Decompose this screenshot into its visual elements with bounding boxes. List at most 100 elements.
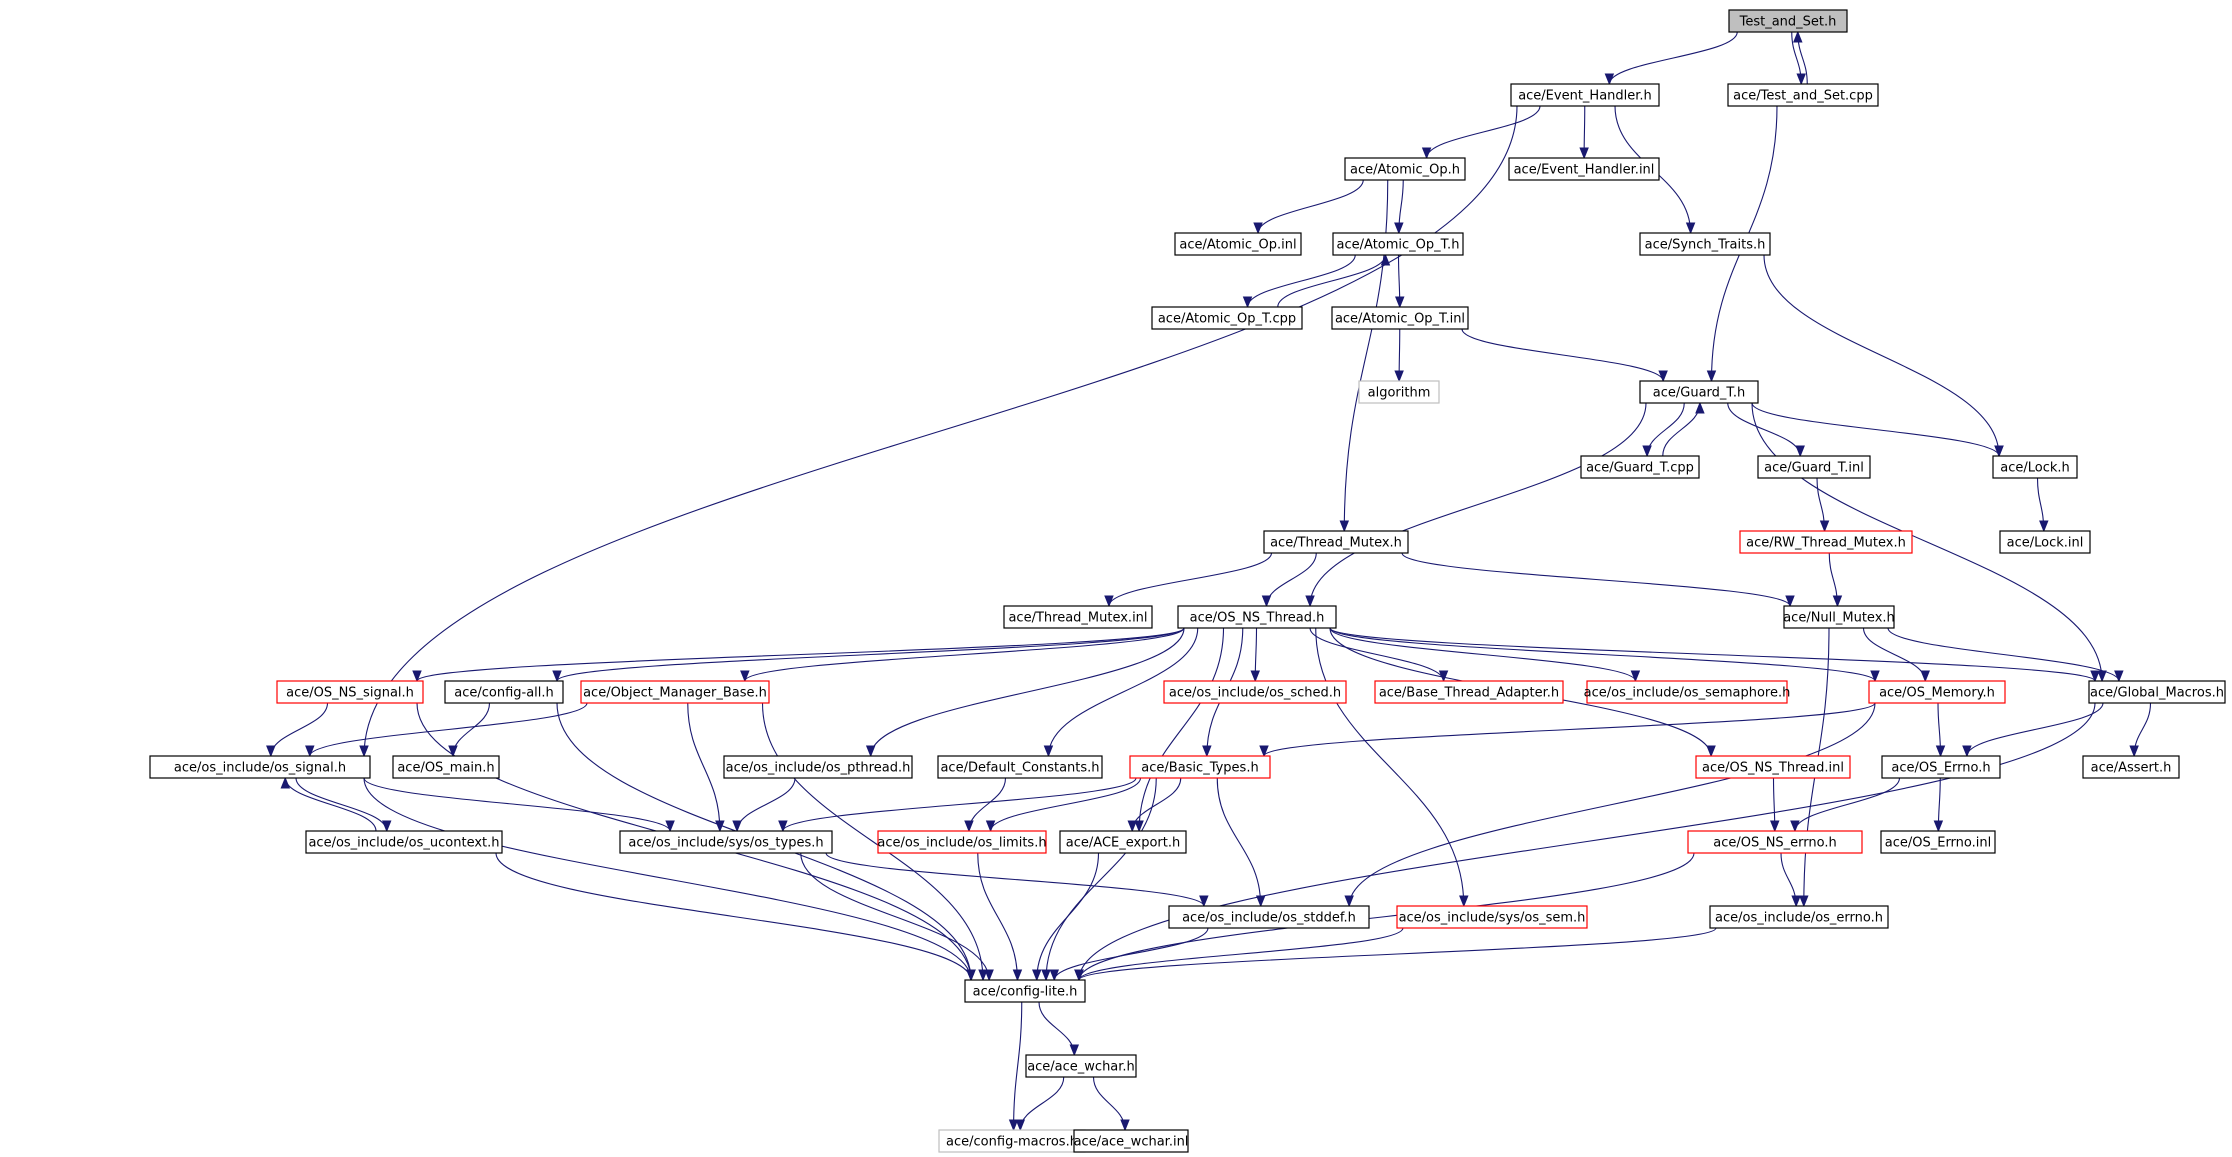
node-box [1881,755,2001,779]
node-ace-os-ns-thread-inl[interactable]: ace/OS_NS_Thread.inl [1695,755,1851,779]
dependency-edge [266,702,329,758]
node-ace-os-memory-h[interactable]: ace/OS_Memory.h [1868,680,2006,704]
node-ace-test-and-set-cpp[interactable]: ace/Test_and_Set.cpp [1727,83,1879,107]
dependency-edge [1780,852,1801,908]
dependency-edge [1461,328,1668,383]
node-ace-config-lite-h[interactable]: ace/config-lite.h [964,979,1086,1003]
node-ace-os-include-os-semaphore-h[interactable]: ace/os_include/os_semaphore.h [1584,680,1791,704]
node-label: ace/Atomic_Op.h [1350,163,1460,178]
node-ace-os-include-sys-os-sem-h[interactable]: ace/os_include/sys/os_sem.h [1396,905,1588,929]
node-ace-object-manager-base-h[interactable]: ace/Object_Manager_Base.h [580,680,770,704]
node-ace-rw-thread-mutex-h[interactable]: ace/RW_Thread_Mutex.h [1739,530,1913,554]
node-ace-os-ns-signal-h[interactable]: ace/OS_NS_signal.h [276,680,424,704]
edges-layer [266,30,2152,1132]
dependency-edge [985,777,1142,833]
node-label: Test_and_Set.h [1739,15,1837,30]
node-ace-global-macros-h[interactable]: ace/Global_Macros.h [2088,680,2226,704]
dependency-edge [1401,552,1795,608]
node-ace-guard-t-h[interactable]: ace/Guard_T.h [1639,380,1759,404]
node-ace-ace-wchar-inl[interactable]: ace/ace_wchar.inl [1073,1129,1189,1153]
node-label: ace/Default_Constants.h [940,761,1099,776]
node-label: ace/config-all.h [454,686,554,701]
node-ace-atomic-op-h[interactable]: ace/Atomic_Op.h [1344,157,1466,181]
node-ace-config-macros-h[interactable]: ace/config-macros.h [938,1129,1086,1153]
dependency-edge [1751,402,2004,458]
node-box [1174,232,1302,256]
dependency-edge [1727,402,1805,458]
node-ace-os-ns-thread-h[interactable]: ace/OS_NS_Thread.h [1177,605,1337,629]
node-box [1695,755,1851,779]
dependency-edge [1344,702,1876,908]
node-label: ace/Atomic_Op_T.h [1337,238,1460,253]
node-box [1508,157,1660,181]
node-ace-config-all-h[interactable]: ace/config-all.h [444,680,564,704]
dependency-edge [1887,627,2124,683]
node-box [1263,530,1409,554]
node-ace-lock-h[interactable]: ace/Lock.h [1992,455,2078,479]
dependency-edge [363,777,675,833]
dependency-edge [1862,627,1930,683]
node-label: ace/Synch_Traits.h [1645,238,1766,253]
node-label: ace/Atomic_Op.inl [1179,238,1296,253]
dependency-edge [740,627,1185,683]
node-ace-os-include-os-signal-h[interactable]: ace/os_include/os_signal.h [149,755,371,779]
node-ace-os-include-sys-os-types-h[interactable]: ace/os_include/sys/os_types.h [619,830,833,854]
node-ace-event-handler-inl[interactable]: ace/Event_Handler.inl [1508,157,1660,181]
node-ace-os-include-os-errno-h[interactable]: ace/os_include/os_errno.h [1709,905,1889,929]
node-ace-os-ns-errno-h[interactable]: ace/OS_NS_errno.h [1687,830,1863,854]
node-ace-os-main-h[interactable]: ace/OS_main.h [392,755,500,779]
node-box [877,830,1047,854]
node-ace-atomic-op-inl[interactable]: ace/Atomic_Op.inl [1174,232,1302,256]
node-ace-null-mutex-h[interactable]: ace/Null_Mutex.h [1783,605,1895,629]
dependency-edge [1032,852,1100,982]
dependency-edge [1793,30,1808,85]
node-ace-event-handler-h[interactable]: ace/Event_Handler.h [1510,83,1660,107]
node-ace-os-include-os-limits-h[interactable]: ace/os_include/os_limits.h [877,830,1047,854]
node-label: ace/ace_wchar.inl [1074,1135,1189,1150]
node-ace-ace-export-h[interactable]: ace/ACE_export.h [1059,830,1187,854]
node-ace-atomic-op-t-inl[interactable]: ace/Atomic_Op_T.inl [1331,306,1469,330]
node-box [1059,830,1187,854]
node-label: ace/Atomic_Op_T.inl [1335,312,1465,327]
node-box [723,755,913,779]
node-box [1999,530,2091,554]
node-ace-os-include-os-pthread-h[interactable]: ace/os_include/os_pthread.h [723,755,913,779]
dependency-edge [977,852,1023,982]
node-ace-thread-mutex-h[interactable]: ace/Thread_Mutex.h [1263,530,1409,554]
node-ace-os-include-os-stddef-h[interactable]: ace/os_include/os_stddef.h [1168,905,1370,929]
node-ace-guard-t-cpp[interactable]: ace/Guard_T.cpp [1580,455,1700,479]
node-box [1331,306,1469,330]
node-ace-guard-t-inl[interactable]: ace/Guard_T.inl [1757,455,1871,479]
node-box [1332,232,1464,256]
dependency-edge [1933,777,1944,833]
node-algorithm[interactable]: algorithm [1358,380,1440,404]
node-ace-os-errno-inl[interactable]: ace/OS_Errno.inl [1880,830,1996,854]
node-ace-synch-traits-h[interactable]: ace/Synch_Traits.h [1639,232,1771,256]
node-ace-atomic-op-t-cpp[interactable]: ace/Atomic_Op_T.cpp [1151,306,1303,330]
node-ace-os-errno-h[interactable]: ace/OS_Errno.h [1881,755,2001,779]
dependency-edge [1216,777,1266,908]
node-ace-thread-mutex-inl[interactable]: ace/Thread_Mutex.inl [1003,605,1153,629]
node-ace-os-include-os-sched-h[interactable]: ace/os_include/os_sched.h [1163,680,1347,704]
node-label: ace/Guard_T.cpp [1586,461,1694,476]
node-ace-default-constants-h[interactable]: ace/Default_Constants.h [937,755,1103,779]
node-ace-basic-types-h[interactable]: ace/Basic_Types.h [1129,755,1271,779]
node-ace-os-include-os-ucontext-h[interactable]: ace/os_include/os_ucontext.h [305,830,503,854]
node-ace-base-thread-adapter-h[interactable]: ace/Base_Thread_Adapter.h [1374,680,1564,704]
dependency-edge [1421,105,1541,160]
node-box [444,680,564,704]
node-box [1586,680,1788,704]
dependency-edge [1816,477,1830,533]
dependency-edge [1074,927,1404,982]
node-box [392,755,500,779]
node-ace-ace-wchar-h[interactable]: ace/ace_wchar.h [1025,1054,1137,1078]
dependency-edge [2036,477,2049,533]
node-label: ace/OS_NS_Thread.h [1190,611,1325,626]
node-test-and-set-h[interactable]: Test_and_Set.h [1728,9,1848,33]
node-ace-assert-h[interactable]: ace/Assert.h [2082,755,2180,779]
node-ace-atomic-op-t-h[interactable]: ace/Atomic_Op_T.h [1332,232,1464,256]
node-label: ace/Null_Mutex.h [1783,611,1895,626]
node-ace-lock-inl[interactable]: ace/Lock.inl [1999,530,2091,554]
node-label: ace/os_include/os_limits.h [877,836,1046,851]
